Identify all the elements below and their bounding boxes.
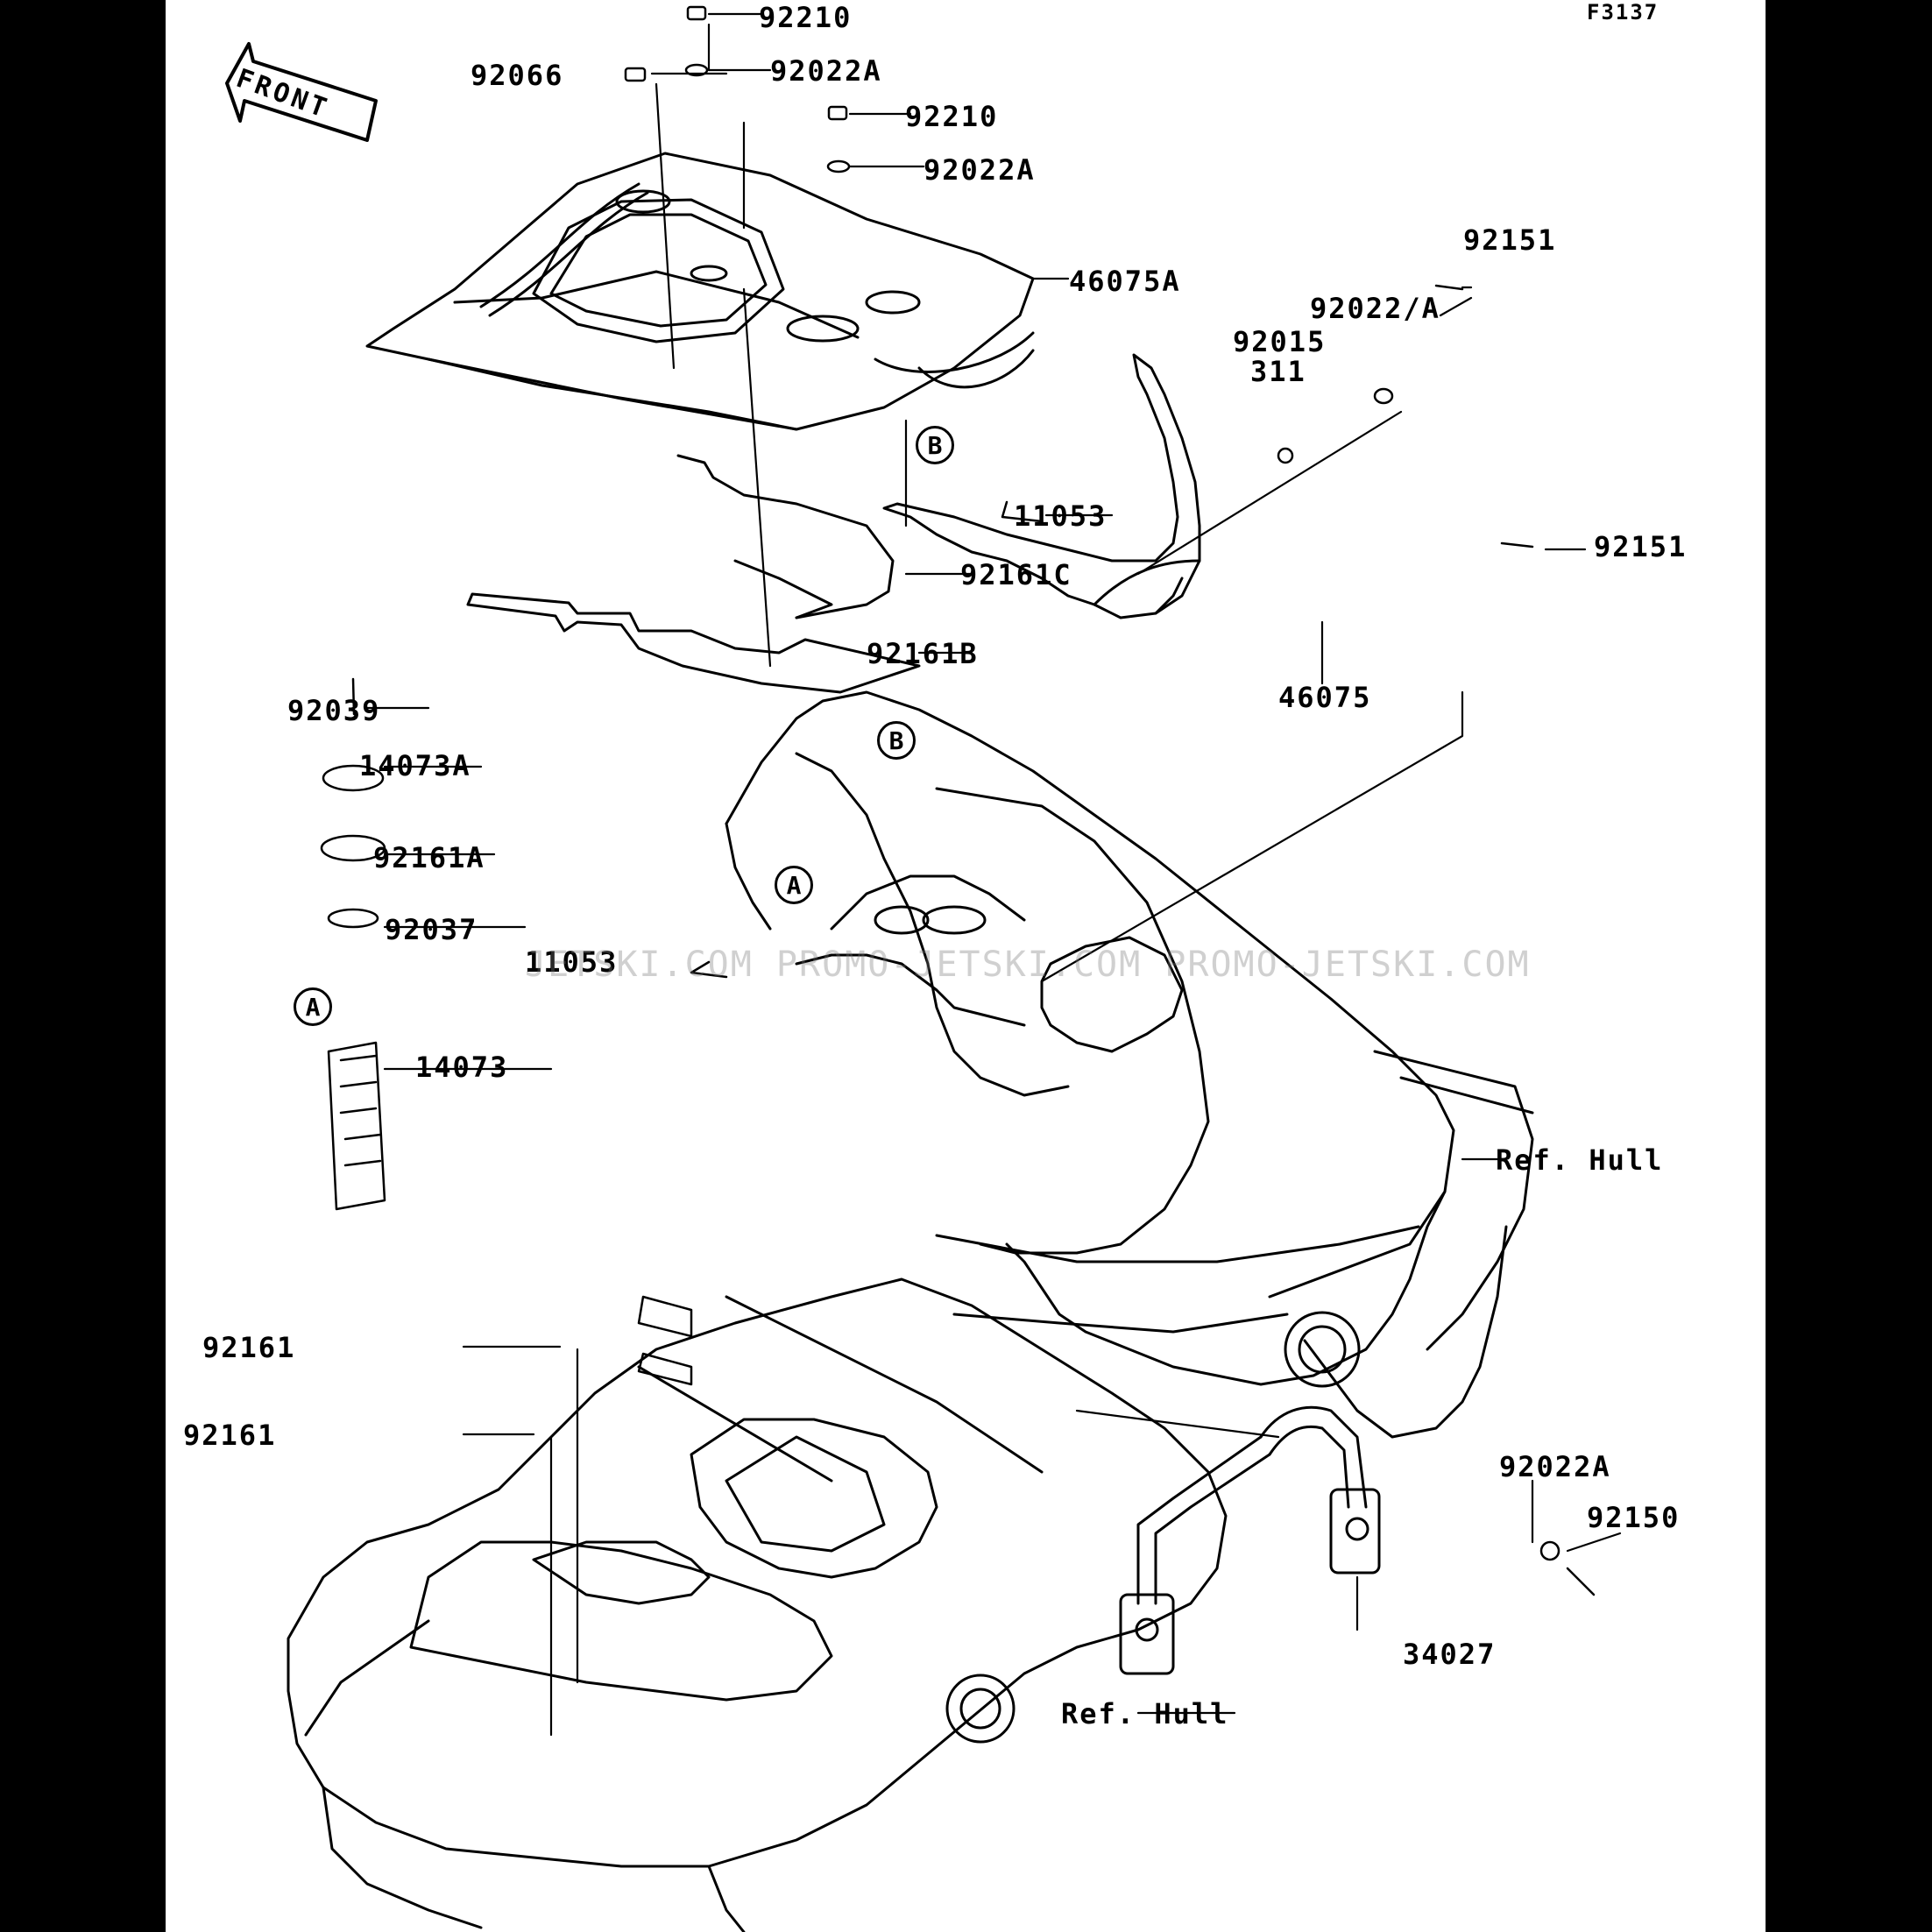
- part-label-92161C: 92161C: [960, 558, 1072, 591]
- part-label-92022-A: 92022/A: [1310, 292, 1440, 325]
- callout-a-duct: A: [294, 987, 332, 1026]
- gasket-92161C: [676, 454, 895, 619]
- exploded-parts-drawing: [225, 5, 1622, 1932]
- part-label-92066: 92066: [471, 59, 564, 92]
- gasket-92161B: [466, 592, 921, 694]
- part-label-92037: 92037: [385, 913, 478, 946]
- grab-handle-34027: [1119, 1405, 1381, 1675]
- part-label-92039: 92039: [287, 694, 381, 727]
- part-label-311: 311: [1250, 355, 1306, 388]
- part-label-34027: 34027: [1403, 1638, 1497, 1671]
- part-label-11053-top: 11053: [1014, 499, 1108, 533]
- part-label-14073A: 14073A: [359, 749, 471, 782]
- part-label-92161-lower: 92161: [183, 1419, 277, 1452]
- hull-lower-section: [287, 1277, 1228, 1932]
- storage-cover-46075A: [365, 152, 1035, 431]
- part-label-92151-right: 92151: [1594, 530, 1688, 563]
- front-arrow-icon: [225, 42, 378, 142]
- fasteners: [320, 5, 1596, 1596]
- part-label-92015: 92015: [1233, 325, 1327, 358]
- callout-b-hull: B: [877, 721, 916, 760]
- part-label-46075: 46075: [1278, 681, 1372, 714]
- callout-b-top: B: [916, 426, 954, 464]
- part-label-92210-top: 92210: [759, 1, 853, 34]
- figure-id: F3137: [1587, 0, 1660, 25]
- hull-upper-section: [725, 690, 1534, 1439]
- part-label-92161B: 92161B: [867, 637, 979, 670]
- part-label-11053-hull: 11053: [525, 945, 619, 979]
- part-label-92161-upper: 92161: [202, 1331, 296, 1364]
- part-label-92151-top: 92151: [1463, 223, 1557, 257]
- watermark-text: JETSKI.COM PROMO-JETSKI.COM PROMO-JETSKI…: [525, 945, 1531, 985]
- part-label-46075A: 46075A: [1069, 265, 1181, 298]
- part-label-92161A: 92161A: [373, 841, 485, 874]
- part-label-92022A-handle: 92022A: [1499, 1450, 1611, 1483]
- part-label-92210-second: 92210: [905, 100, 999, 133]
- ref-hull-label-upper: Ref. Hull: [1496, 1143, 1664, 1177]
- part-label-92022A-second: 92022A: [924, 153, 1036, 187]
- callout-a-hull: A: [775, 866, 813, 904]
- part-label-92150: 92150: [1587, 1501, 1681, 1534]
- parts-diagram-canvas: B B A A FRONT F3137 92210 92022A 92066 9…: [166, 0, 1766, 1932]
- part-label-14073: 14073: [415, 1051, 509, 1084]
- leader-lines: [365, 12, 1622, 1737]
- part-label-92022A-top: 92022A: [770, 54, 882, 88]
- ref-hull-label-lower: Ref. Hull: [1061, 1697, 1229, 1730]
